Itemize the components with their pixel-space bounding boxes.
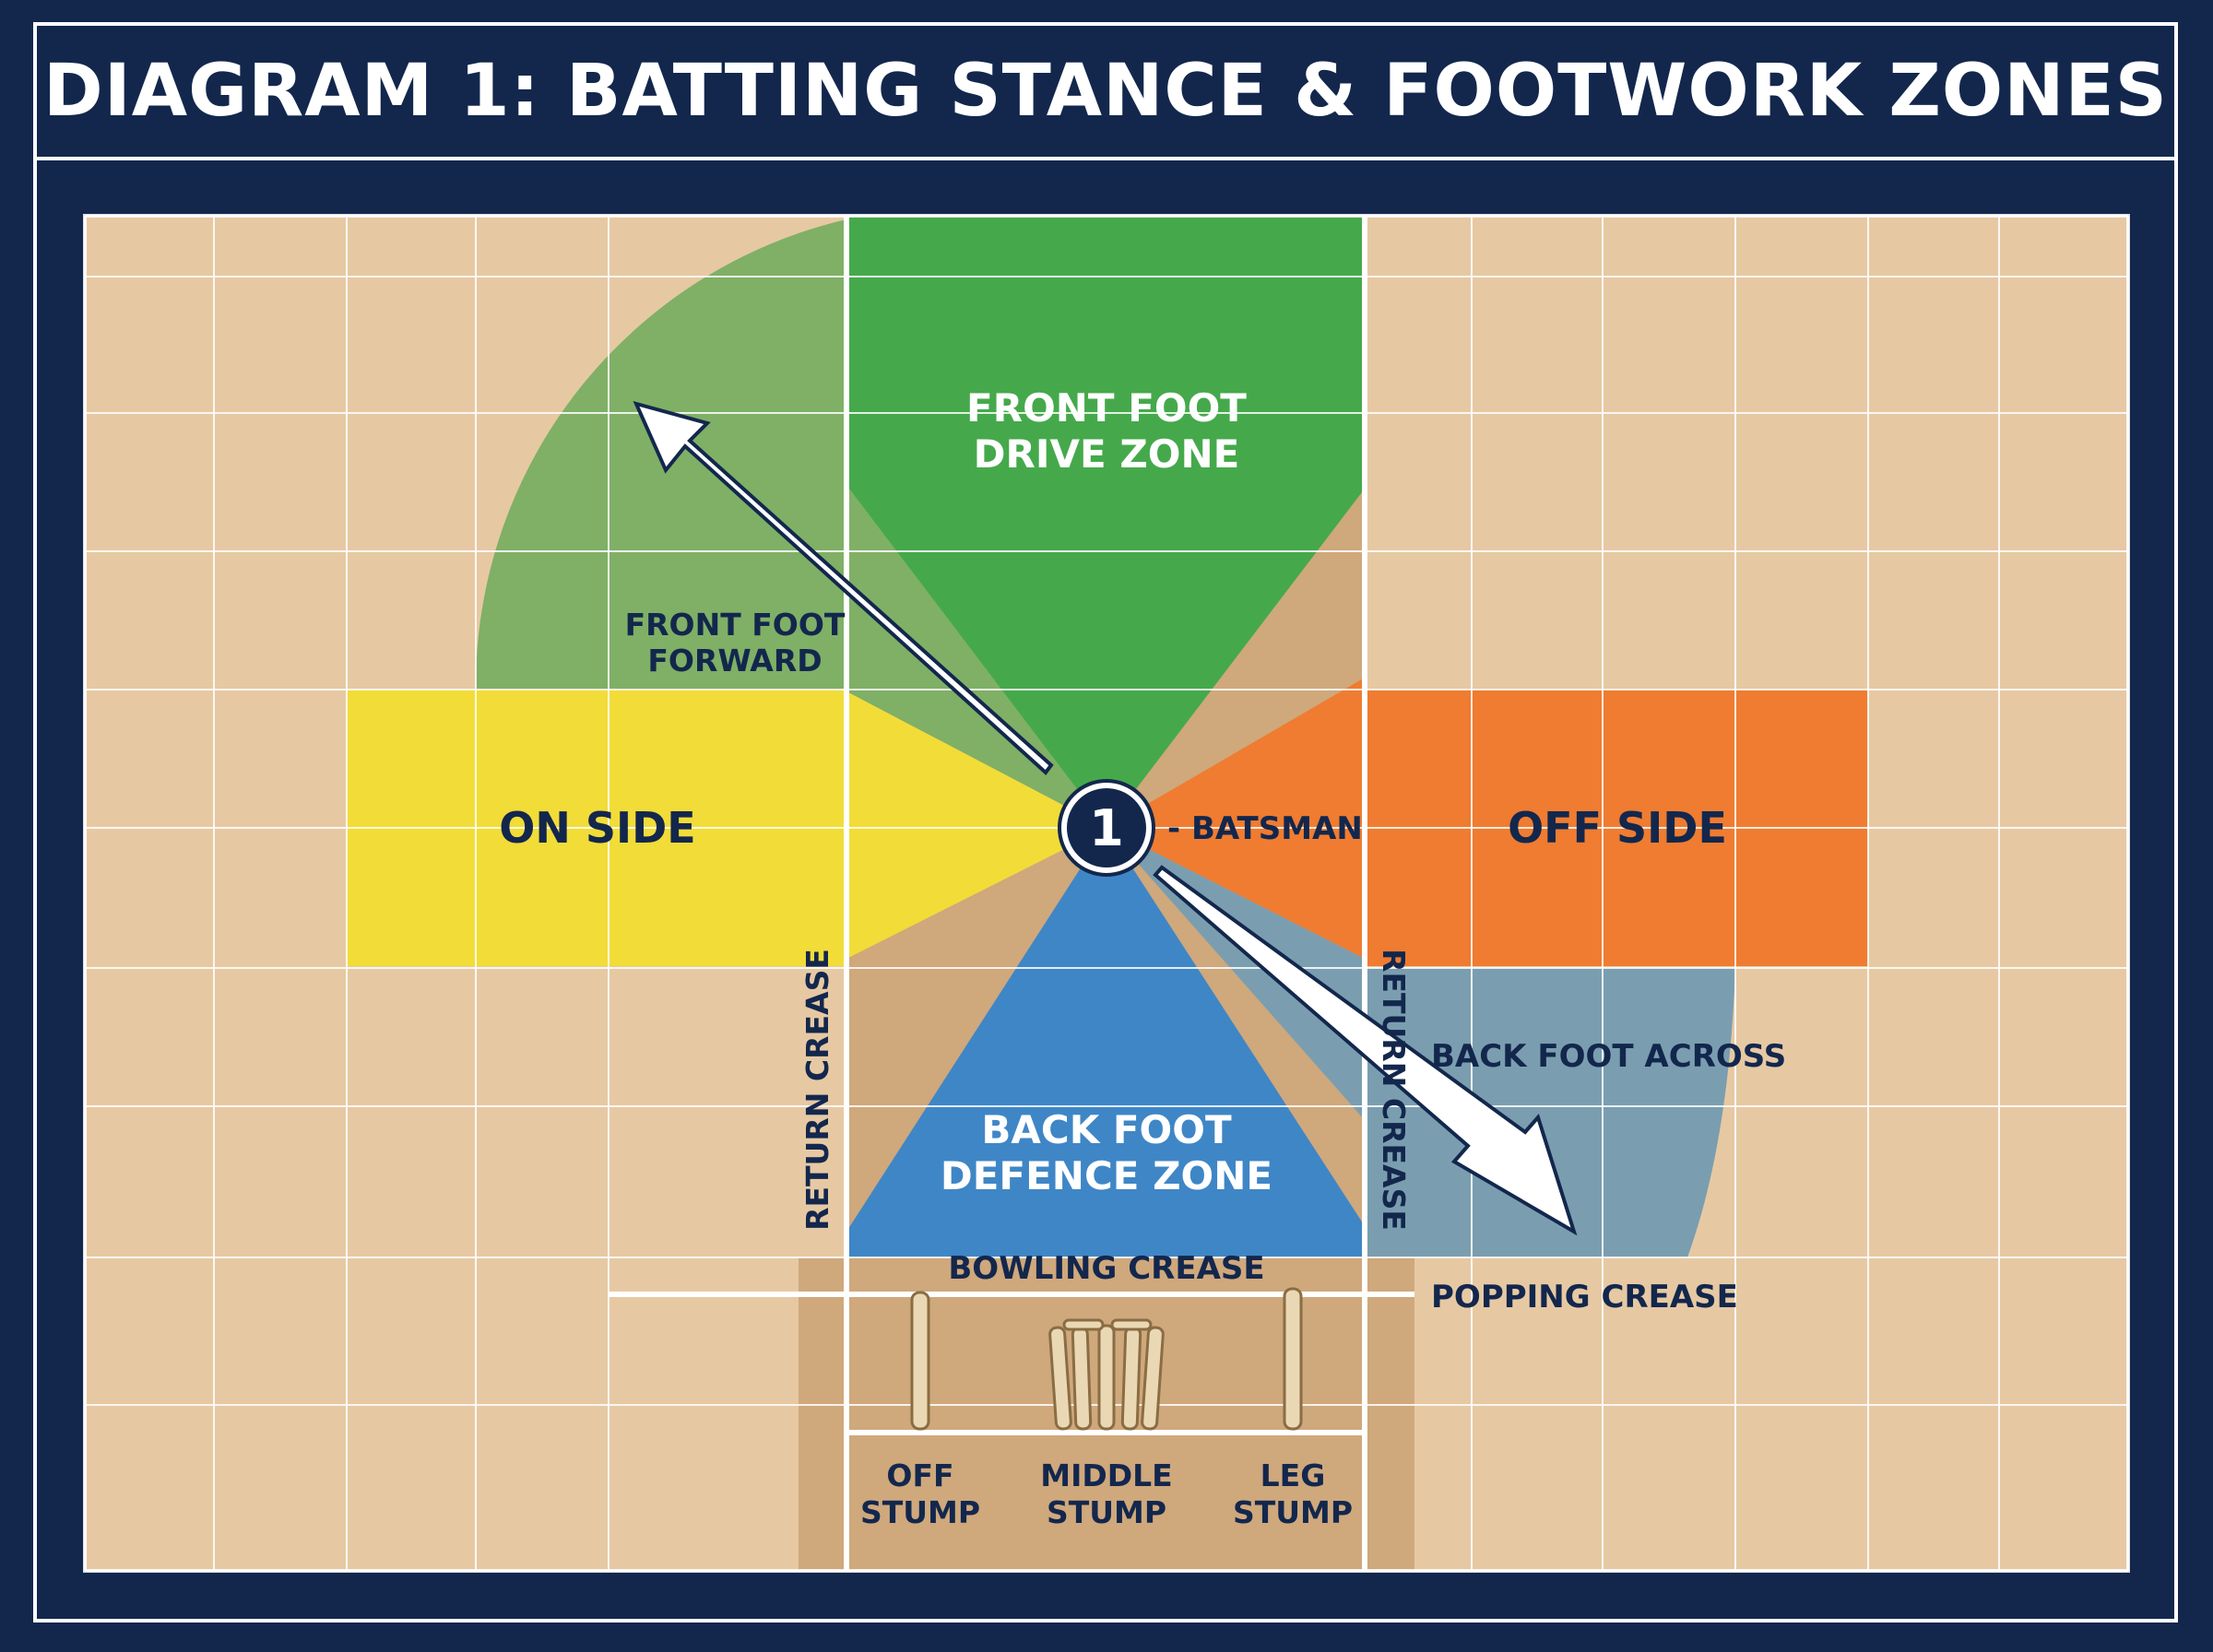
back-foot-defence-zone [846, 828, 1365, 1267]
front-drive-label-1: FRONT FOOT [966, 385, 1247, 431]
front-forward-label-1: FRONT FOOT [625, 607, 846, 643]
off-side-label: OFF SIDE [1508, 803, 1727, 853]
crease-lines [609, 216, 1414, 1571]
middle-stump-label-1: MIDDLE [1040, 1457, 1172, 1493]
middle-stump-label-2: STUMP [1047, 1494, 1166, 1530]
off-stump-icon [910, 1291, 930, 1431]
front-foot-forward-arrow [633, 400, 1054, 775]
front-drive-label-2: DRIVE ZONE [974, 431, 1240, 477]
batsman-label: - BATSMAN [1167, 810, 1363, 847]
popping-crease-label: POPPING CREASE [1431, 1279, 1738, 1316]
back-defence-label-2: DEFENCE ZONE [941, 1153, 1272, 1198]
return-crease-right-label: RETURN CREASE [1376, 949, 1412, 1231]
outer-frame [33, 22, 2178, 1622]
return-crease-left-label: RETURN CREASE [799, 949, 835, 1231]
wedge-off-side [1106, 678, 1365, 959]
front-forward-label-2: FORWARD [647, 643, 822, 678]
leg-stump-label-1: LEG [1260, 1457, 1326, 1493]
front-foot-drive-zone [846, 216, 1365, 828]
off-stump-label-1: OFF [886, 1457, 953, 1493]
wedge-back-across [1106, 828, 1365, 1120]
stumps-group [910, 1287, 1303, 1431]
middle-stumps-icon [1048, 1318, 1165, 1431]
bowling-crease-label: BOWLING CREASE [948, 1250, 1264, 1287]
off-stump-label-2: STUMP [860, 1494, 980, 1530]
back-foot-across-arrow [1153, 865, 1578, 1236]
batsman-marker: 1 [1058, 779, 1155, 877]
field-border [83, 214, 2130, 1573]
back-defence-label-1: BACK FOOT [981, 1107, 1232, 1152]
wedge-on-side [846, 691, 1106, 959]
diagram-title: DIAGRAM 1: BATTING STANCE & FOOTWORK ZON… [43, 50, 2168, 133]
leg-stump-label-2: STUMP [1233, 1494, 1353, 1530]
on-side-label: ON SIDE [499, 803, 695, 853]
back-foot-across-label: BACK FOOT ACROSS [1431, 1038, 1786, 1075]
batsman-number: 1 [1089, 799, 1124, 857]
leg-stump-icon [1283, 1287, 1303, 1431]
back-foot-across-zone [1365, 968, 1735, 1257]
title-bar: DIAGRAM 1: BATTING STANCE & FOOTWORK ZON… [37, 26, 2174, 160]
